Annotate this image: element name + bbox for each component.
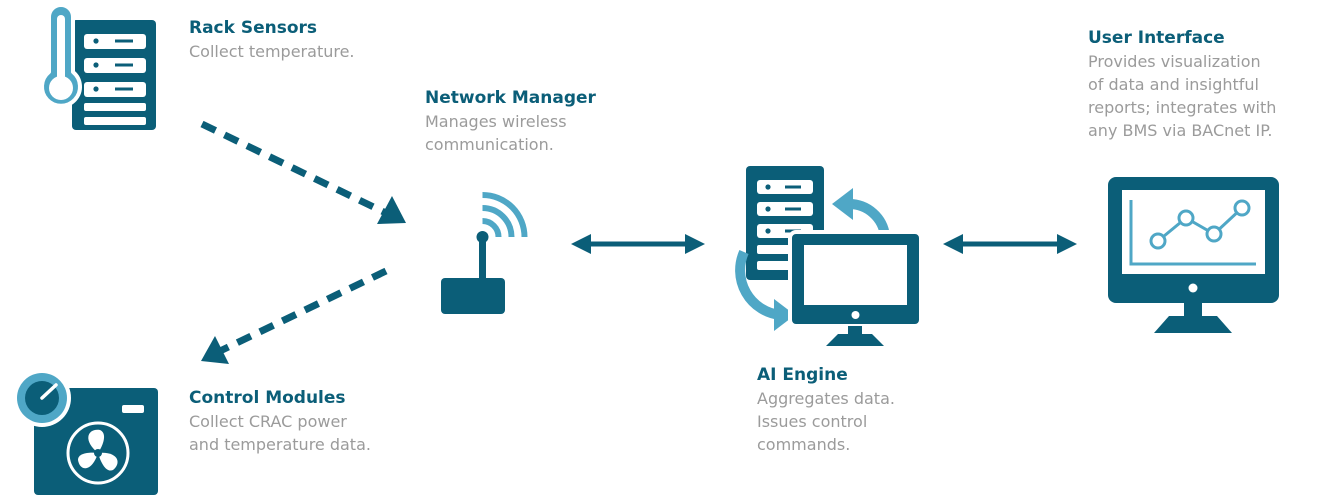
- node-title: Control Modules: [189, 388, 346, 408]
- node-desc-line: Manages wireless: [425, 112, 567, 131]
- label-ai-engine: AI Engine Aggregates data. Issues contro…: [757, 364, 895, 456]
- node-desc-line: any BMS via BACnet IP.: [1088, 121, 1273, 140]
- crac-unit-fan-gauge-icon: [13, 369, 158, 495]
- server-rack-thermometer-icon: [40, 3, 156, 130]
- node-desc-line: communication.: [425, 135, 554, 154]
- node-desc-line: Aggregates data.: [757, 389, 895, 408]
- monitor-line-chart-icon: [1108, 177, 1279, 333]
- connector-network-manager-to-control-modules: [201, 267, 388, 364]
- node-title: Network Manager: [425, 88, 596, 108]
- node-desc-line: commands.: [757, 435, 851, 454]
- connector-rack-sensors-to-network-manager: [200, 120, 406, 224]
- node-desc-line: Collect temperature.: [189, 42, 355, 61]
- node-title: Rack Sensors: [189, 18, 318, 38]
- label-control-modules: Control Modules Collect CRAC power and t…: [189, 387, 371, 456]
- node-desc-line: of data and insightful: [1088, 75, 1259, 94]
- node-title: AI Engine: [757, 365, 848, 385]
- label-user-interface: User Interface Provides visualization of…: [1088, 27, 1276, 142]
- node-title: User Interface: [1088, 28, 1225, 48]
- server-monitor-sync-icon: [735, 166, 923, 346]
- node-desc-line: Provides visualization: [1088, 52, 1261, 71]
- wireless-antenna-icon: [441, 192, 528, 314]
- node-desc-line: and temperature data.: [189, 435, 371, 454]
- node-desc-line: Issues control: [757, 412, 868, 431]
- label-rack-sensors: Rack Sensors Collect temperature.: [189, 17, 355, 63]
- node-desc-line: Collect CRAC power: [189, 412, 347, 431]
- node-desc-line: reports; integrates with: [1088, 98, 1277, 117]
- label-network-manager: Network Manager Manages wireless communi…: [425, 87, 596, 156]
